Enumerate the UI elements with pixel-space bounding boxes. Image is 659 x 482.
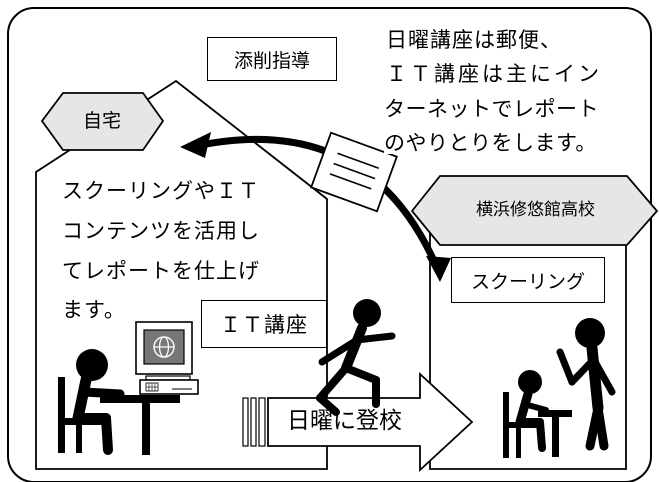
schooling-label: スクーリング: [451, 257, 605, 303]
note-line-2: ＩＴ講座は主にイン: [386, 62, 602, 86]
it-course-label: ＩＴ講座: [201, 300, 327, 348]
sunday-arrow-tail-1: [242, 397, 249, 447]
school-hexagon: [410, 175, 659, 246]
home-hexagon: [40, 92, 165, 151]
sunday-arrow-tail-2: [250, 397, 257, 447]
home-text-line-2: コンテンツを活用し: [62, 219, 260, 243]
correction-label: 添削指導: [207, 37, 337, 81]
home-text-line-4: ます。: [62, 298, 126, 322]
arrowhead-to-school: [426, 256, 451, 282]
walking-person-icon: [316, 299, 396, 416]
teacher-icon: [556, 318, 616, 451]
arrowhead-to-home: [180, 132, 211, 158]
home-label: 自宅: [83, 110, 122, 132]
school-label: 横浜修悠館高校: [476, 200, 595, 220]
note-line-1: 日曜講座は郵便、: [386, 28, 562, 52]
student-at-desk-icon: [58, 349, 180, 455]
home-text-line-3: てレポートを仕上げ: [62, 259, 260, 283]
computer-icon: [135, 321, 199, 395]
note-line-4: のやりとりをします。: [384, 131, 597, 155]
report-paper-icon: [310, 131, 398, 213]
sunday-arrow-tail-3: [258, 397, 266, 447]
outer-frame: [7, 7, 652, 482]
note-line-3: ターネットでレポート: [384, 97, 599, 121]
home-text-line-1: スクーリングやＩＴ: [62, 179, 260, 203]
sunday-label: 日曜に登校: [287, 408, 402, 434]
seated-student-icon: [503, 370, 572, 458]
